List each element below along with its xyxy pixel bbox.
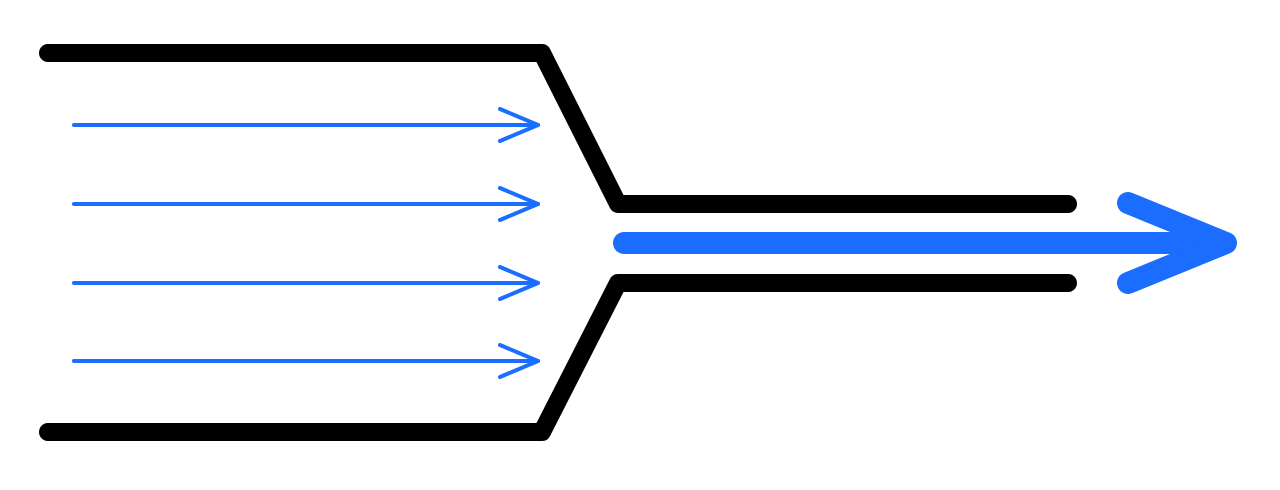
funnel-top-wall bbox=[39, 44, 1077, 213]
outflow-arrow bbox=[613, 192, 1237, 294]
inflow-arrow-1 bbox=[72, 107, 540, 143]
inflow-arrow-4 bbox=[72, 343, 540, 379]
inflow-arrow-2 bbox=[72, 186, 540, 222]
funnel-bottom-wall bbox=[39, 274, 1077, 441]
inflow-arrow-3 bbox=[72, 265, 540, 301]
